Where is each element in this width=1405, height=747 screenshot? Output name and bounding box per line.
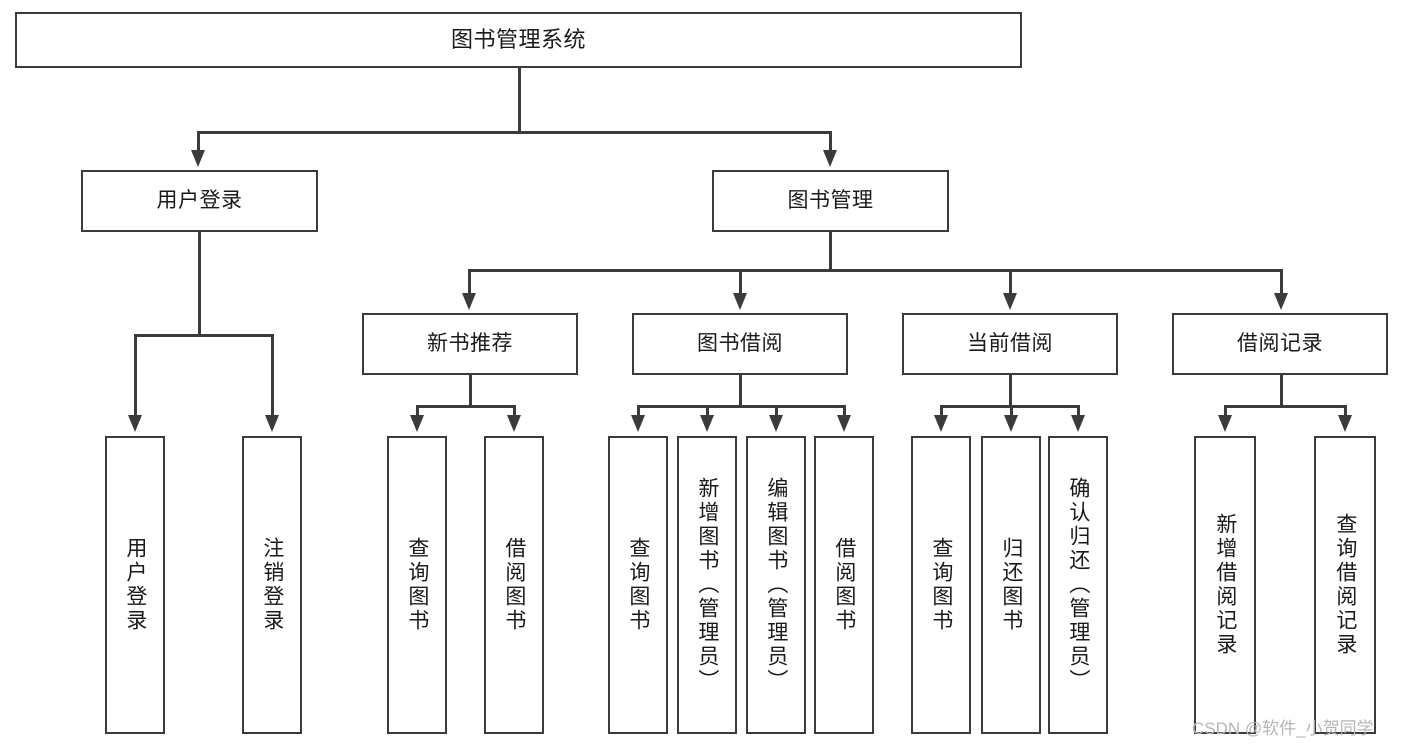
node-label: 新增借阅记录	[1213, 513, 1237, 657]
leaf-query-borrow-record[interactable]: 查询借阅记录	[1314, 436, 1376, 734]
node-label: 借阅图书	[832, 537, 856, 633]
node-current-borrow[interactable]: 当前借阅	[902, 313, 1118, 375]
connector-user-login-bar	[134, 334, 273, 337]
arrow-to-borrow-record	[1274, 293, 1288, 310]
connector-to-book-borrow	[739, 269, 742, 295]
node-label: 新书推荐	[427, 332, 513, 356]
arrow-leaf-user-login	[128, 415, 142, 432]
node-label: 确认归还（管理员）	[1066, 477, 1090, 693]
connector-book-borrow-bar	[637, 405, 845, 408]
connector-br-child-1	[1224, 405, 1227, 417]
leaf-query-book-borrow[interactable]: 查询图书	[608, 436, 668, 734]
leaf-borrow-book-borrow[interactable]: 借阅图书	[814, 436, 874, 734]
arrow-to-current-borrow	[1003, 293, 1017, 310]
node-label: 编辑图书（管理员）	[764, 477, 788, 693]
connector-book-management-stem	[829, 232, 832, 271]
node-user-login[interactable]: 用户登录	[81, 170, 318, 232]
connector-bb-child-4	[843, 405, 846, 417]
leaf-user-login[interactable]: 用户登录	[105, 436, 165, 734]
arrow-leaf-logout	[265, 415, 279, 432]
node-label: 用户登录	[123, 537, 147, 633]
node-label: 图书借阅	[697, 332, 783, 356]
connector-user-login-child-2	[271, 334, 274, 417]
node-label: 查询借阅记录	[1333, 513, 1357, 657]
connector-to-user-login	[197, 131, 200, 152]
connector-borrow-record-bar	[1224, 405, 1346, 408]
connector-cb-child-2	[1010, 405, 1013, 417]
connector-user-login-stem	[198, 232, 201, 336]
node-label: 归还图书	[999, 537, 1023, 633]
node-label: 用户登录	[156, 189, 243, 213]
leaf-return-book[interactable]: 归还图书	[981, 436, 1041, 734]
connector-new-book-recommend-stem	[469, 375, 472, 407]
node-label: 查询图书	[929, 537, 953, 633]
connector-to-new-book-recommend	[468, 269, 471, 295]
arrow-leaf-borrow-book-1	[507, 415, 521, 432]
node-label: 图书管理系统	[450, 26, 586, 52]
leaf-edit-book-admin[interactable]: 编辑图书（管理员）	[746, 436, 806, 734]
node-label: 注销登录	[260, 537, 284, 633]
arrow-leaf-query-book-2	[631, 415, 645, 432]
node-label: 借阅图书	[502, 537, 526, 633]
node-label: 新增图书（管理员）	[695, 477, 719, 693]
node-book-management[interactable]: 图书管理	[712, 170, 949, 232]
arrow-leaf-borrow-book-2	[837, 415, 851, 432]
leaf-add-book-admin[interactable]: 新增图书（管理员）	[677, 436, 737, 734]
connector-bb-child-2	[706, 405, 709, 417]
connector-new-book-recommend-bar	[416, 405, 515, 408]
arrow-to-book-borrow	[733, 293, 747, 310]
node-label: 查询图书	[405, 537, 429, 633]
connector-nbr-child-2	[513, 405, 516, 417]
node-label: 图书管理	[787, 189, 874, 213]
leaf-borrow-book-recommend[interactable]: 借阅图书	[484, 436, 544, 734]
arrow-leaf-query-book-3	[934, 415, 948, 432]
connector-borrow-record-stem	[1280, 375, 1283, 407]
node-book-borrow[interactable]: 图书借阅	[632, 313, 848, 375]
connector-current-borrow-bar	[940, 405, 1079, 408]
connector-cb-child-1	[940, 405, 943, 417]
node-borrow-record[interactable]: 借阅记录	[1172, 313, 1388, 375]
arrow-to-book-management	[823, 150, 837, 167]
leaf-add-borrow-record[interactable]: 新增借阅记录	[1194, 436, 1256, 734]
connector-br-child-2	[1344, 405, 1347, 417]
connector-level2-bar	[197, 131, 831, 134]
leaf-logout[interactable]: 注销登录	[242, 436, 302, 734]
node-root-library-management-system[interactable]: 图书管理系统	[15, 12, 1022, 68]
arrow-leaf-query-book-1	[410, 415, 424, 432]
arrow-leaf-add-book	[700, 415, 714, 432]
node-new-book-recommend[interactable]: 新书推荐	[362, 313, 578, 375]
arrow-leaf-return-book	[1004, 415, 1018, 432]
connector-nbr-child-1	[416, 405, 419, 417]
arrow-leaf-add-borrow-record	[1218, 415, 1232, 432]
node-label: 当前借阅	[967, 332, 1053, 356]
arrow-leaf-edit-book	[769, 415, 783, 432]
connector-to-borrow-record	[1280, 269, 1283, 295]
arrow-leaf-confirm-return	[1071, 415, 1085, 432]
csdn-watermark: CSDN @软件_小贺同学	[1192, 719, 1374, 738]
connector-to-current-borrow	[1009, 269, 1012, 295]
leaf-query-book-recommend[interactable]: 查询图书	[387, 436, 447, 734]
connector-bb-child-1	[637, 405, 640, 417]
arrow-to-new-book-recommend	[462, 293, 476, 310]
connector-user-login-child-1	[134, 334, 137, 417]
connector-cb-child-3	[1077, 405, 1080, 417]
connector-level3-bar	[468, 269, 1282, 272]
arrow-leaf-query-borrow-record	[1338, 415, 1352, 432]
leaf-confirm-return-admin[interactable]: 确认归还（管理员）	[1048, 436, 1108, 734]
node-label: 查询图书	[626, 537, 650, 633]
leaf-query-book-current[interactable]: 查询图书	[911, 436, 971, 734]
connector-bb-child-3	[775, 405, 778, 417]
connector-to-book-management	[829, 131, 832, 152]
connector-current-borrow-stem	[1009, 375, 1012, 407]
arrow-to-user-login	[191, 150, 205, 167]
node-label: 借阅记录	[1237, 332, 1323, 356]
connector-root-stem	[518, 68, 521, 133]
connector-book-borrow-stem	[739, 375, 742, 407]
